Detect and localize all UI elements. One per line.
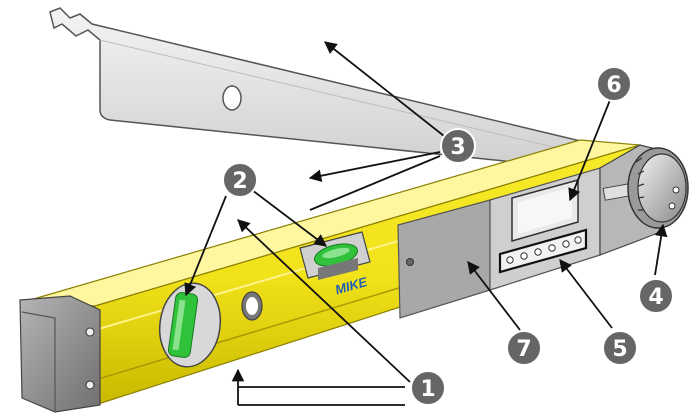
keypad-button[interactable]	[520, 252, 528, 260]
callout-4-label: 4	[648, 285, 663, 310]
callout-6-label: 6	[606, 73, 621, 98]
callout-1: 1	[410, 370, 446, 406]
callout-6: 6	[596, 66, 632, 102]
callout-4: 4	[638, 278, 674, 314]
callout-7: 7	[506, 330, 542, 366]
keypad-button[interactable]	[562, 240, 570, 248]
callout-5-label: 5	[612, 337, 627, 362]
screw-icon	[85, 380, 95, 390]
locking-knob[interactable]	[627, 147, 689, 229]
callout-2: 2	[222, 162, 258, 198]
callout-7-label: 7	[516, 337, 531, 362]
callout-1-label: 1	[420, 377, 435, 402]
callout-5: 5	[602, 330, 638, 366]
arm-hole-icon	[222, 85, 242, 111]
callout-3-label: 3	[450, 135, 465, 160]
keypad-button[interactable]	[506, 256, 514, 264]
swing-arm	[49, 7, 619, 173]
callout-2-label: 2	[232, 169, 247, 194]
display-cover	[397, 199, 491, 319]
screw-icon	[85, 327, 95, 337]
keypad-button[interactable]	[548, 244, 556, 252]
left-end-cap	[19, 295, 101, 413]
screw-icon	[406, 258, 414, 266]
keypad	[498, 228, 588, 274]
callout-3: 3	[440, 128, 476, 164]
leader-lines	[184, 41, 668, 406]
keypad-button[interactable]	[574, 236, 582, 244]
keypad-button[interactable]	[534, 248, 542, 256]
